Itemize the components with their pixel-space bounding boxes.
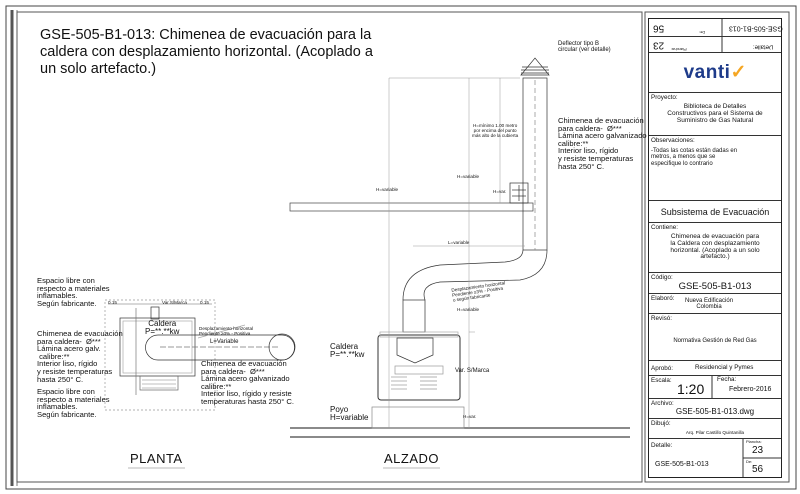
pedestal: [371, 406, 465, 429]
tb-contiene-value: Chimenea de evacuación para la Caldera c…: [670, 233, 760, 261]
h-variable-1: H=variable: [457, 174, 480, 179]
tb-rotated-row-2: 23 Detalle: Plancha:: [649, 37, 781, 53]
tb-elaboro-value: Nueva Edificación Colombia: [685, 298, 734, 311]
title-block: 56 GSE-505-B1-013 De: 23 Detalle: Planch…: [648, 18, 783, 478]
tb-de-label: De:: [699, 30, 706, 36]
vertical-flue: [402, 299, 426, 333]
planta-espacio-top: Espacio libre con respecto a materiales …: [37, 276, 110, 308]
tb-proyecto-value: Biblioteca de Detalles Constructivos par…: [667, 103, 763, 124]
tb-subsistema-value: Subsistema de Evacuación: [660, 207, 770, 217]
tb-escala-value: 1:20: [677, 381, 705, 397]
planta-view: [104, 299, 296, 411]
tb-archivo: Archivo: GSE-505-B1-013.dwg: [649, 399, 781, 419]
tb-de-value-bottom: 56: [752, 464, 764, 475]
l-variable: L=variable: [448, 240, 470, 245]
tb-observaciones-label: Observaciones:: [651, 137, 695, 144]
tb-plancha-label-bottom: Plancha:: [746, 439, 762, 444]
alzado-view: [289, 57, 630, 438]
elbow-outer: [423, 249, 548, 301]
tb-plancha-value-bottom: 23: [752, 445, 764, 456]
planta-l-variable: L=Variable: [210, 339, 239, 345]
alzado-var-marca: Var. S/Marca: [455, 368, 490, 374]
tb-reviso-label: Revisó:: [651, 315, 672, 322]
tb-aprobo-label: Aprobó:: [651, 365, 674, 372]
tb-plancha-label: Plancha:: [671, 47, 687, 53]
tb-de-label-bottom: De:: [746, 459, 753, 464]
tb-codigo-label: Código:: [651, 274, 673, 281]
deflector-note: Deflector tipo B circular (ver detalle): [558, 41, 611, 54]
planta-dim-right: 0.15: [200, 300, 209, 305]
tb-archivo-value: GSE-505-B1-013.dwg: [675, 407, 755, 416]
h-variable-2: H=variable: [376, 187, 399, 192]
poyo-note: Poyo H=variable: [330, 405, 369, 423]
tb-detalle-label: Detalle:: [651, 442, 673, 449]
tb-proyecto-label: Proyecto:: [651, 94, 678, 101]
tb-detalle-rot-value: GSE-505-B1-013: [729, 24, 783, 32]
tb-detalle-rot-label: Detalle:: [753, 43, 774, 50]
tb-plancha-value: 23: [653, 39, 665, 51]
deflector: [520, 57, 550, 76]
vanti-logo: vanti✓: [649, 61, 781, 84]
tb-archivo-label: Archivo:: [651, 400, 674, 407]
logo-text: vanti: [683, 62, 731, 83]
title-frame: [644, 11, 790, 483]
h-minimo-note: H=mínimo 1.00 metro por encima del punto…: [472, 123, 519, 138]
tb-de-value: 56: [653, 22, 665, 34]
window: [509, 182, 529, 204]
alzado-label: ALZADO: [384, 451, 440, 466]
planta-chimenea-left: Chimenea de evacuación para caldera- Ø**…: [37, 329, 123, 384]
tb-codigo: Código: GSE-505-B1-013: [649, 273, 781, 294]
roof-slab: [289, 202, 534, 212]
tb-reviso: Revisó: Normativa Gestión de Red Gas: [649, 314, 781, 361]
planta-dim-left: 0.15: [108, 300, 117, 305]
tb-contiene: Contiene: Chimenea de evacuación para la…: [649, 223, 781, 273]
tb-logo-row: vanti✓: [649, 53, 781, 93]
boiler: [377, 334, 461, 401]
elbow-inner: [402, 249, 524, 301]
tb-aprobo: Aprobó: Residencial y Pymes: [649, 361, 781, 376]
alzado-chimenea-note: Chimenea de evacuación para caldera- Ø**…: [558, 116, 647, 171]
h-var-1: H=var.: [493, 189, 507, 194]
tb-dibujo-label: Dibujó:: [651, 420, 671, 427]
drawing-title: GSE-505-B1-013: Chimenea de evacuación p…: [40, 27, 373, 78]
tb-elaboro: Elaboró: Nueva Edificación Colombia: [649, 294, 781, 314]
planta-var-marca: Var.S/Marca: [162, 300, 187, 305]
tb-dibujo-value: Arq. Pilar Castillo Quintanilla: [685, 430, 745, 435]
h-var-2: H=var.: [463, 414, 477, 419]
tb-reviso-value: Normativa Gestión de Red Gas: [673, 338, 757, 344]
check-icon: ✓: [730, 62, 747, 83]
tb-elaboro-label: Elaboró:: [651, 295, 675, 302]
planta-desplazamiento: Desplazamiento horizontal Pendiente ≥3% …: [199, 326, 254, 336]
alzado-caldera: Caldera P=**.**kw: [330, 342, 365, 360]
tb-aprobo-value: Residencial y Pymes: [695, 364, 754, 371]
tb-dibujo: Dibujó: Arq. Pilar Castillo Quintanilla: [649, 419, 781, 439]
drawing-frame: [16, 11, 643, 483]
planta-espacio-bottom: Espacio libre con respecto a materiales …: [37, 387, 110, 419]
tb-detalle-value: GSE-505-B1-013: [655, 461, 709, 468]
outer-frame: [5, 5, 797, 490]
tb-subsistema: Subsistema de Evacuación: [649, 201, 781, 223]
planta-caldera: Caldera P=**.**kw: [145, 319, 180, 337]
planta-label: PLANTA: [130, 451, 183, 466]
tb-fecha-label: Fecha:: [717, 376, 737, 383]
tb-proyecto: Proyecto: Biblioteca de Detalles Constru…: [649, 93, 781, 136]
tb-escala-fecha: Escala: 1:20 Fecha: Febrero-2016: [649, 376, 781, 399]
tb-rotated-row-1: 56 GSE-505-B1-013 De:: [649, 19, 783, 37]
planta-chimenea-right: Chimenea de evacuación para caldera- Ø**…: [201, 359, 294, 406]
tb-observaciones-value: -Todas las cotas están dadas en metros, …: [651, 148, 738, 167]
tb-codigo-value: GSE-505-B1-013: [678, 281, 752, 292]
planta-chimney-circle: [268, 333, 296, 361]
tb-fecha-value: Febrero-2016: [729, 386, 772, 393]
h-variable-3: H=variable: [457, 307, 480, 312]
tb-observaciones: Observaciones: -Todas las cotas están da…: [649, 136, 781, 201]
tb-contiene-label: Contiene:: [651, 224, 678, 231]
tb-escala-label: Escala:: [651, 377, 672, 384]
